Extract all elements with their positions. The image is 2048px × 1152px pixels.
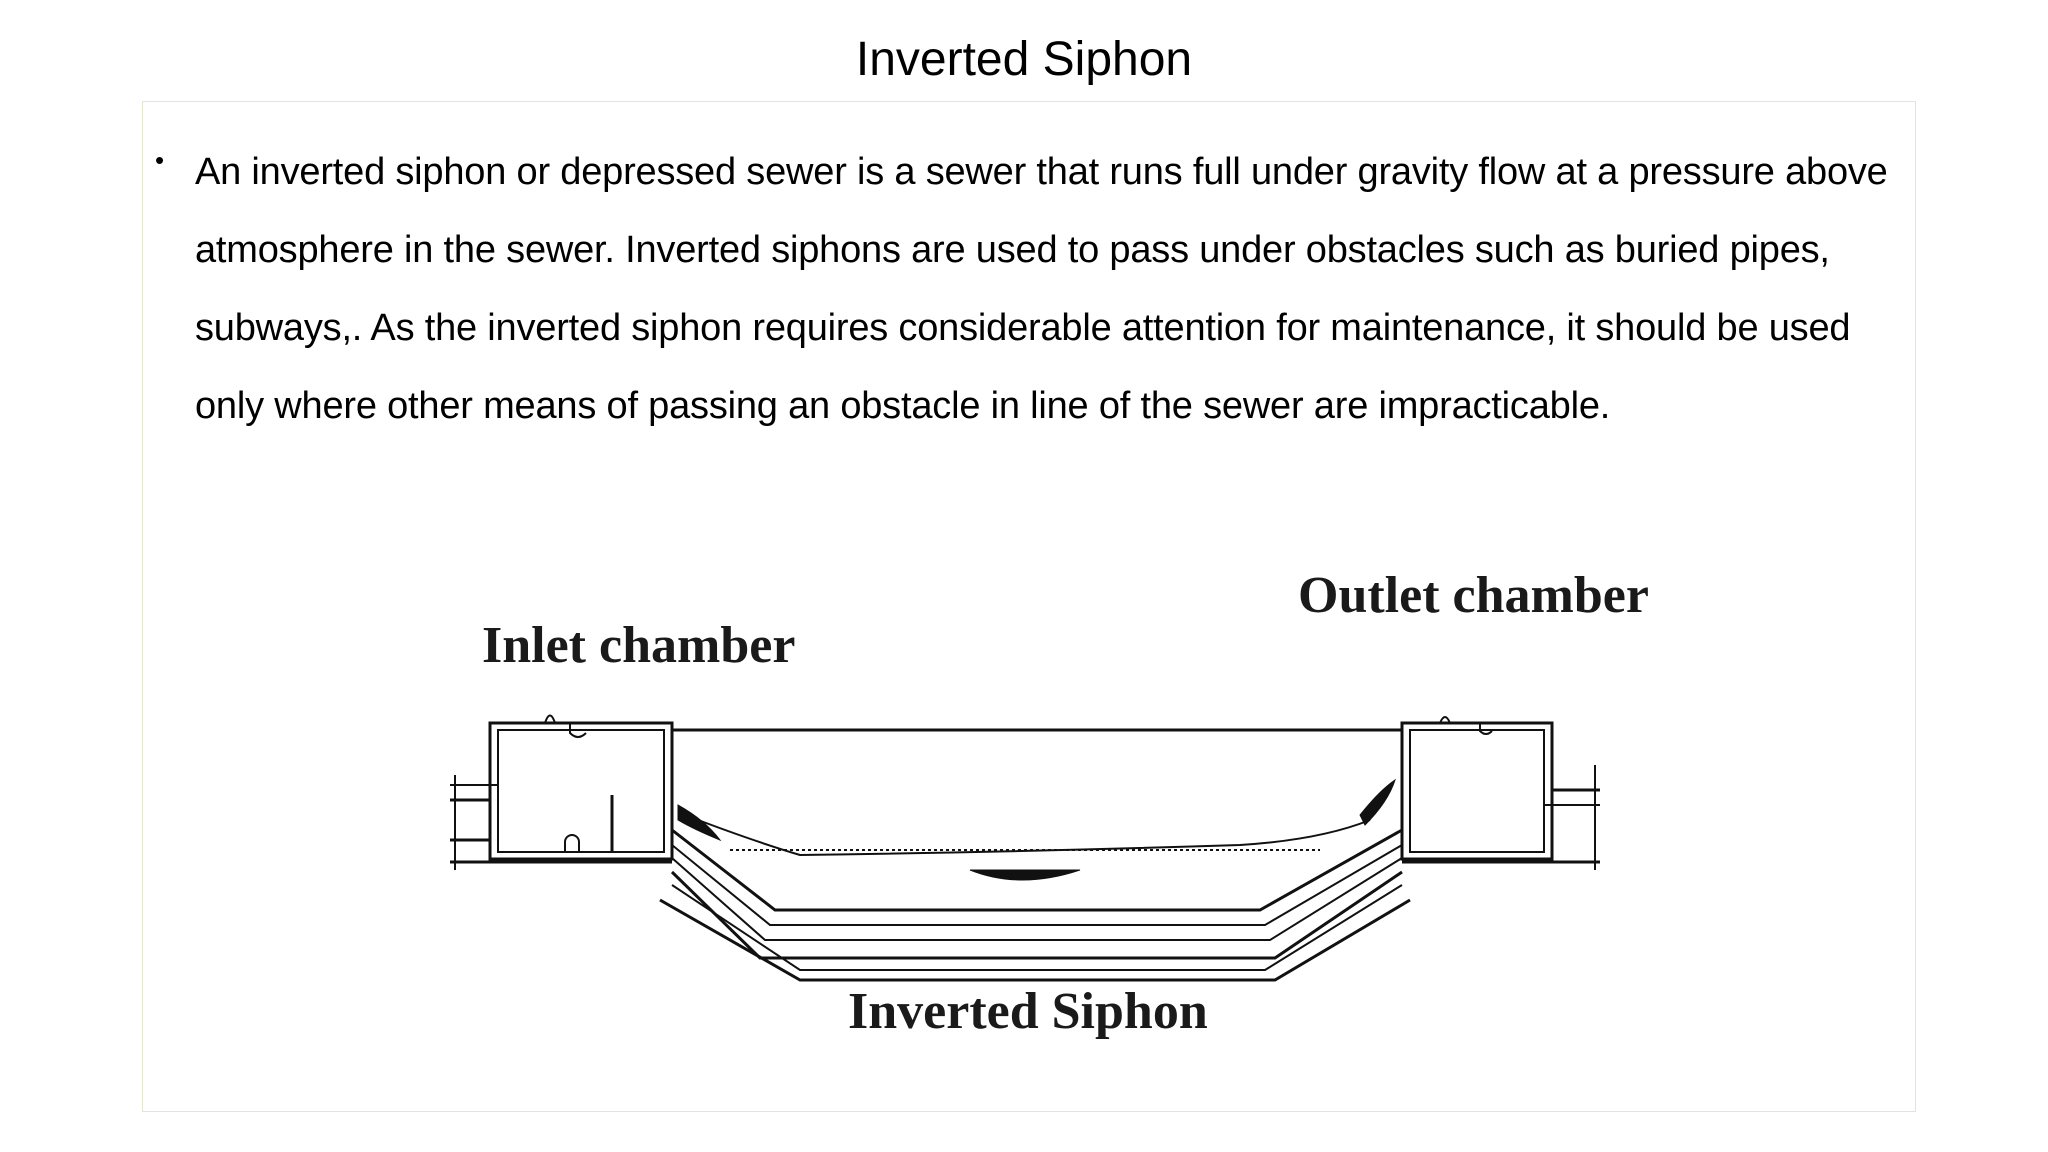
water-surface	[684, 814, 1371, 857]
inlet-chamber	[450, 714, 674, 870]
outlet-chamber	[1400, 716, 1600, 870]
inverted-siphon-label: Inverted Siphon	[848, 983, 1208, 1040]
inverted-siphon-diagram: Inlet chamber Outlet chamber Inverted Si…	[450, 567, 1649, 1040]
bullet-paragraph: An inverted siphon or depressed sewer is…	[195, 151, 1888, 427]
page-title: Inverted Siphon	[855, 33, 1193, 86]
sediment-right	[1359, 778, 1396, 826]
outlet-chamber-label: Outlet chamber	[1298, 567, 1649, 624]
sediment-center	[969, 869, 1081, 881]
inlet-chamber-label: Inlet chamber	[482, 617, 795, 674]
content-box	[142, 101, 1916, 1112]
bullet-marker: •	[155, 145, 165, 175]
siphon-barrels	[659, 828, 1411, 982]
sediment-left	[677, 804, 722, 842]
siphon-drawing	[450, 714, 1600, 982]
